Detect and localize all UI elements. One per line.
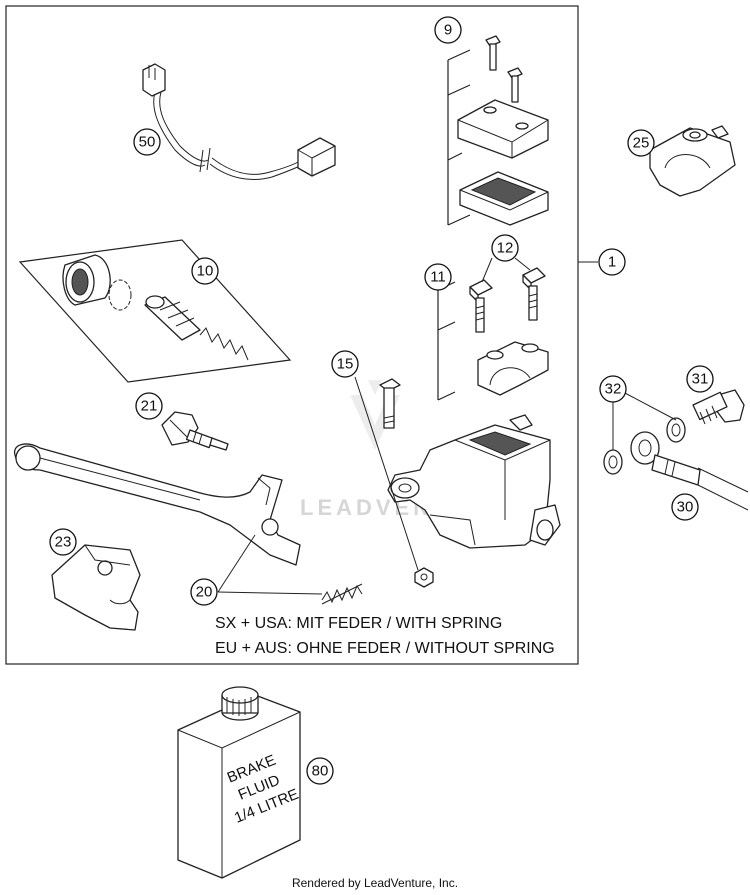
callout-32: 32	[599, 375, 627, 403]
callout-50: 50	[133, 128, 161, 156]
part-10-piston-kit	[18, 239, 292, 383]
svg-text:10: 10	[197, 263, 214, 280]
part-23-lever-cover	[51, 544, 141, 631]
callout-1: 1	[598, 248, 626, 276]
callout-11: 11	[424, 263, 452, 291]
callout-12: 12	[491, 234, 519, 262]
svg-text:20: 20	[196, 584, 213, 601]
svg-text:9: 9	[444, 22, 452, 39]
svg-text:32: 32	[605, 381, 622, 398]
svg-text:15: 15	[337, 356, 354, 373]
part-80-brake-fluid-bottle: BRAKE FLUID 1/4 LITRE	[177, 686, 301, 879]
callout-9: 9	[434, 16, 462, 44]
leader-lines	[217, 257, 677, 595]
part-9-reservoir-cap	[447, 35, 549, 226]
callout-30: 30	[671, 493, 699, 521]
svg-text:23: 23	[55, 534, 72, 551]
part-21-adjuster	[161, 411, 229, 451]
callout-15: 15	[331, 350, 359, 378]
callout-21: 21	[135, 392, 163, 420]
note-with-spring: SX + USA: MIT FEDER / WITH SPRING	[215, 615, 502, 632]
master-cylinder-body	[387, 414, 561, 549]
callout-23: 23	[49, 528, 77, 556]
callout-25: 25	[627, 129, 655, 157]
brake-lever	[13, 443, 301, 566]
part-50-cable	[142, 63, 336, 180]
svg-text:30: 30	[677, 499, 694, 516]
part-31-banjo-bolt	[692, 389, 745, 425]
part-11-12-clamp-bolts	[437, 267, 549, 401]
svg-text:31: 31	[692, 371, 709, 388]
part-25-clamp	[649, 125, 736, 197]
svg-text:25: 25	[633, 135, 650, 152]
footer-credit: Rendered by LeadVenture, Inc.	[291, 876, 459, 890]
part-30-brake-line	[630, 431, 749, 511]
note-without-spring: EU + AUS: OHNE FEDER / WITHOUT SPRING	[215, 640, 555, 657]
part-32-washers	[603, 417, 686, 475]
callout-10: 10	[191, 257, 219, 285]
svg-text:1: 1	[608, 254, 616, 271]
part-15-pivot-bolt	[379, 378, 434, 588]
part-20-spring	[321, 583, 363, 605]
svg-text:21: 21	[141, 398, 158, 415]
svg-text:12: 12	[497, 240, 514, 257]
callout-31: 31	[686, 365, 714, 393]
svg-text:50: 50	[139, 134, 156, 151]
svg-text:80: 80	[312, 763, 329, 780]
assembly-frame	[5, 5, 579, 665]
callout-20: 20	[190, 578, 218, 606]
svg-text:11: 11	[430, 269, 446, 286]
callout-80: 80	[306, 757, 334, 785]
